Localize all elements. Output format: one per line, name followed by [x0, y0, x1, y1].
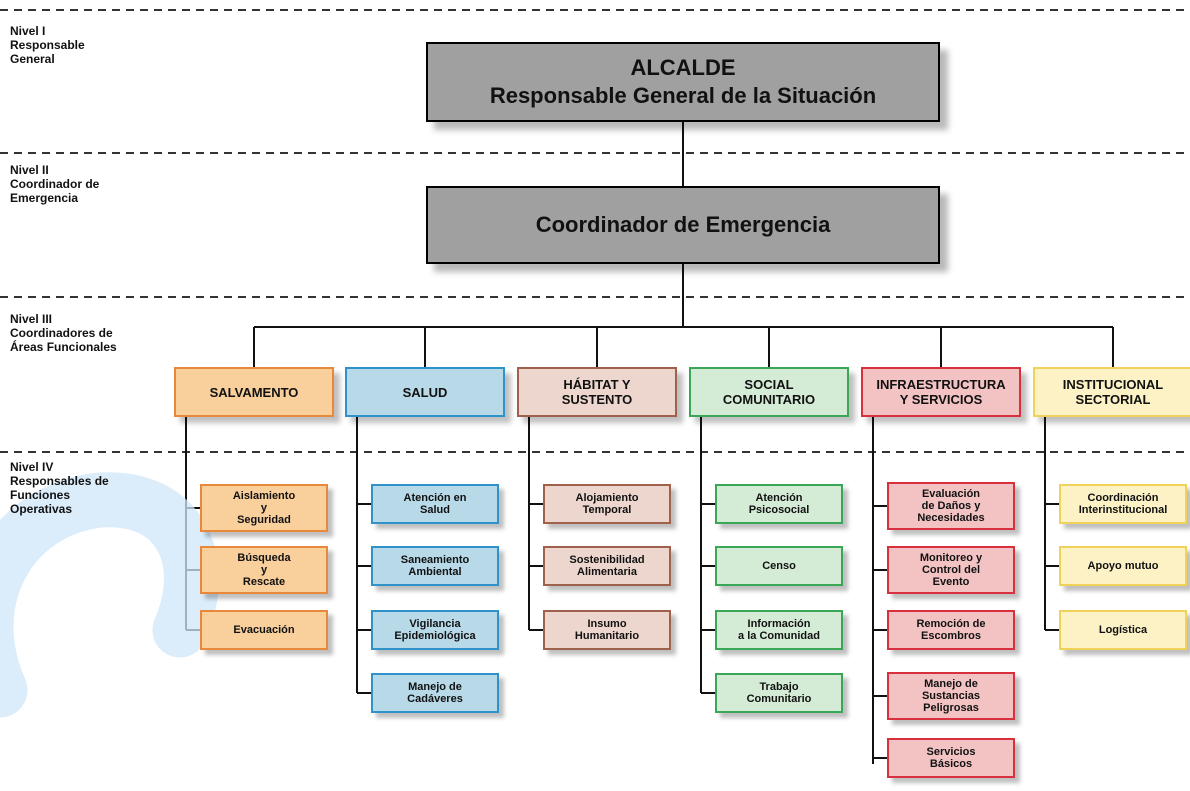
- function-box: Coordinación Interinstitucional: [1059, 484, 1187, 524]
- function-label: Vigilancia Epidemiológica: [394, 618, 476, 642]
- function-label: Logística: [1098, 624, 1148, 636]
- function-box: Búsqueda y Rescate: [200, 546, 328, 594]
- area-box-4: SOCIAL COMUNITARIO: [689, 367, 849, 417]
- function-box: Alojamiento Temporal: [543, 484, 671, 524]
- area-box-2: SALUD: [345, 367, 505, 417]
- function-box: Sostenibilidad Alimentaria: [543, 546, 671, 586]
- function-label: Evaluación de Daños y Necesidades: [917, 488, 985, 524]
- function-label: Monitoreo y Control del Evento: [919, 552, 983, 588]
- function-box: Monitoreo y Control del Evento: [887, 546, 1015, 594]
- function-box: Evaluación de Daños y Necesidades: [887, 482, 1015, 530]
- function-label: Censo: [762, 560, 796, 572]
- area-label: SALVAMENTO: [209, 384, 299, 400]
- function-label: Manejo de Cadáveres: [407, 681, 463, 705]
- alcalde-subtitle: Responsable General de la Situación: [489, 83, 877, 108]
- area-box-5: INFRAESTRUCTURA Y SERVICIOS: [861, 367, 1021, 417]
- function-label: Servicios Básicos: [926, 746, 976, 770]
- function-label: Remoción de Escombros: [916, 618, 986, 642]
- function-label: Manejo de Sustancias Peligrosas: [921, 678, 981, 714]
- area-box-1: SALVAMENTO: [174, 367, 334, 417]
- function-box: Aislamiento y Seguridad: [200, 484, 328, 532]
- function-box: Evacuación: [200, 610, 328, 650]
- function-box: Remoción de Escombros: [887, 610, 1015, 650]
- function-box: Atención Psicosocial: [715, 484, 843, 524]
- level-1-label: Nivel I Responsable General: [10, 24, 85, 66]
- alcalde-box: ALCALDE Responsable General de la Situac…: [426, 42, 940, 122]
- function-label: Atención en Salud: [403, 492, 467, 516]
- level-4-label: Nivel IV Responsables de Funciones Opera…: [10, 460, 109, 516]
- area-box-3: HÁBITAT Y SUSTENTO: [517, 367, 677, 417]
- function-box: Servicios Básicos: [887, 738, 1015, 778]
- area-label: SOCIAL COMUNITARIO: [722, 377, 816, 407]
- function-box: Manejo de Cadáveres: [371, 673, 499, 713]
- function-box: Trabajo Comunitario: [715, 673, 843, 713]
- function-box: Apoyo mutuo: [1059, 546, 1187, 586]
- function-label: Información a la Comunidad: [738, 618, 820, 642]
- function-label: Búsqueda y Rescate: [237, 552, 291, 588]
- function-label: Saneamiento Ambiental: [400, 554, 470, 578]
- coordinator-box: Coordinador de Emergencia: [426, 186, 940, 264]
- function-label: Aislamiento y Seguridad: [232, 490, 296, 526]
- function-label: Coordinación Interinstitucional: [1078, 492, 1168, 516]
- level-3-label: Nivel III Coordinadores de Áreas Funcion…: [10, 312, 117, 354]
- area-label: SALUD: [402, 384, 448, 400]
- function-label: Trabajo Comunitario: [746, 681, 812, 705]
- function-label: Sostenibilidad Alimentaria: [569, 554, 645, 578]
- function-label: Alojamiento Temporal: [575, 492, 639, 516]
- function-box: Información a la Comunidad: [715, 610, 843, 650]
- function-box: Manejo de Sustancias Peligrosas: [887, 672, 1015, 720]
- function-label: Atención Psicosocial: [748, 492, 810, 516]
- function-box: Saneamiento Ambiental: [371, 546, 499, 586]
- function-label: Apoyo mutuo: [1087, 560, 1159, 572]
- alcalde-title: ALCALDE: [630, 55, 736, 80]
- area-label: INFRAESTRUCTURA Y SERVICIOS: [876, 377, 1006, 407]
- function-label: Evacuación: [233, 624, 295, 636]
- function-box: Censo: [715, 546, 843, 586]
- coordinator-label: Coordinador de Emergencia: [535, 212, 831, 237]
- area-label: HÁBITAT Y SUSTENTO: [561, 377, 633, 407]
- function-box: Vigilancia Epidemiológica: [371, 610, 499, 650]
- function-box: Atención en Salud: [371, 484, 499, 524]
- function-label: Insumo Humanitario: [574, 618, 640, 642]
- function-box: Insumo Humanitario: [543, 610, 671, 650]
- area-box-6: INSTITUCIONAL SECTORIAL: [1033, 367, 1190, 417]
- area-label: INSTITUCIONAL SECTORIAL: [1062, 377, 1164, 407]
- function-box: Logística: [1059, 610, 1187, 650]
- level-2-label: Nivel II Coordinador de Emergencia: [10, 163, 100, 205]
